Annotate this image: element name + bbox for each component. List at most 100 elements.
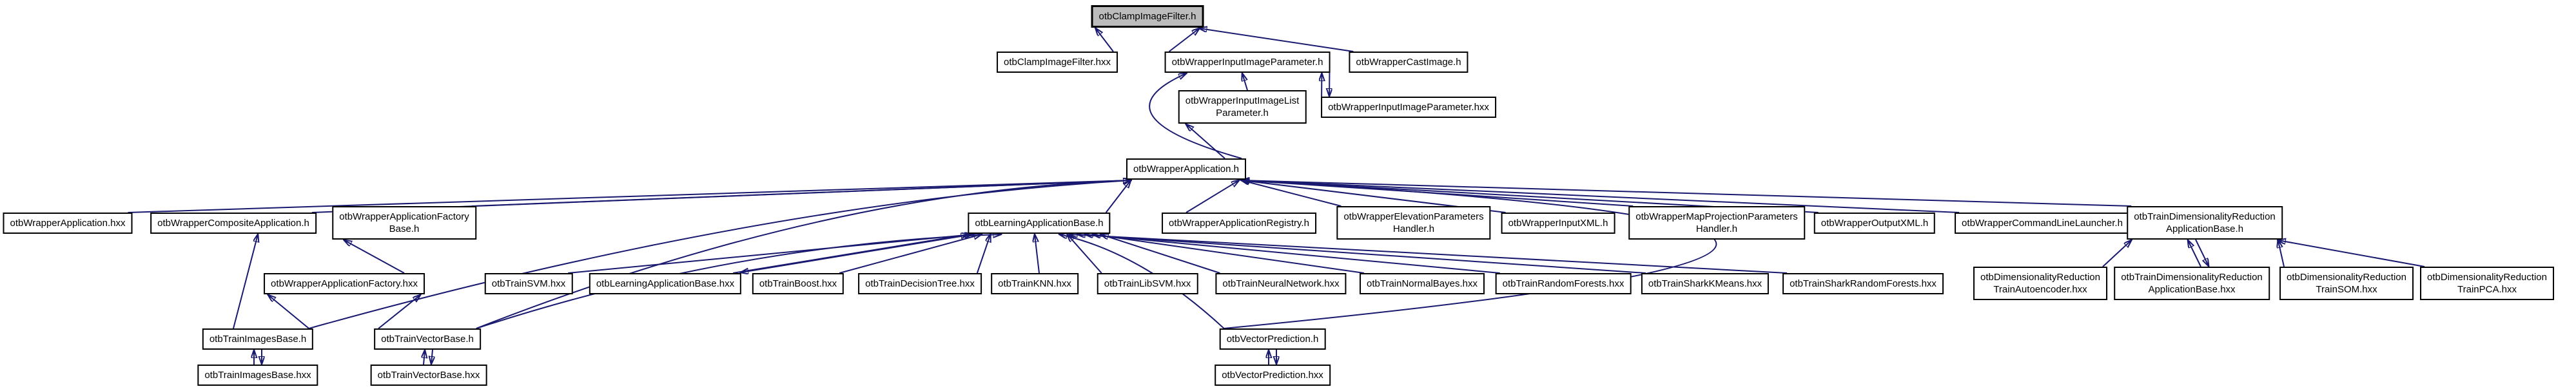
graph-node-learning_h[interactable]: otbLearningApplicationBase.h (968, 213, 1111, 234)
graph-node-inputxml_h[interactable]: otbWrapperInputXML.h (1501, 213, 1615, 234)
graph-node-label: otbWrapperOutputXML.h (1820, 218, 1929, 229)
graph-node-trainvector_h[interactable]: otbTrainVectorBase.h (374, 328, 481, 350)
graph-node-label: otbLearningApplicationBase.hxx (596, 278, 735, 289)
include-edge (1105, 180, 1131, 213)
graph-node-knn_hxx[interactable]: otbTrainKNN.hxx (991, 273, 1078, 294)
include-edge (741, 233, 977, 272)
include-edge (1242, 180, 1342, 207)
graph-node-label: otbTrainNormalBayes.hxx (1366, 278, 1478, 289)
include-edge (431, 349, 433, 364)
include-edge (1224, 180, 1717, 329)
graph-node-cmdline_h[interactable]: otbWrapperCommandLineLauncher.h (1955, 213, 2130, 234)
graph-node-neural_hxx[interactable]: otbTrainNeuralNetwork.hxx (1215, 273, 1347, 294)
include-edge (476, 180, 1131, 329)
graph-node-label: otbTrainDecisionTree.hxx (865, 278, 975, 289)
graph-node-outputxml_h[interactable]: otbWrapperOutputXML.h (1813, 213, 1936, 234)
include-edge (476, 234, 1000, 329)
graph-node-app_h[interactable]: otbWrapperApplication.h (1126, 158, 1246, 180)
include-edge (1086, 234, 1500, 274)
graph-node-label: otbTrainSVM.hxx (491, 278, 566, 289)
graph-node-label: otbTrainRandomForests.hxx (1502, 278, 1625, 289)
graph-node-label: otbWrapperApplicationFactory (339, 211, 469, 222)
graph-node-label: Parameter.h (1216, 108, 1269, 119)
include-edge (268, 295, 309, 329)
graph-node-label: otbWrapperApplication.h (1133, 164, 1239, 175)
graph-node-trainimages_hxx[interactable]: otbTrainImagesBase.hxx (197, 365, 318, 386)
graph-node-label: otbWrapperMapProjectionParameters (1635, 211, 1798, 222)
graph-node-label: otbWrapperCompositeApplication.h (157, 218, 309, 229)
graph-node-label: ApplicationBase.h (2165, 223, 2244, 234)
graph-node-castimg_h[interactable]: otbWrapperCastImage.h (1349, 52, 1469, 73)
graph-node-vectorpred_h[interactable]: otbVectorPrediction.h (1219, 328, 1326, 350)
include-edge (344, 240, 405, 274)
graph-node-rf_hxx[interactable]: otbTrainRandomForests.hxx (1495, 273, 1632, 294)
include-edge (128, 180, 1131, 213)
graph-node-label: TrainSOM.hxx (2316, 284, 2377, 295)
graph-node-label: otbTrainVectorBase.hxx (377, 370, 480, 381)
graph-node-learning_hxx[interactable]: otbLearningApplicationBase.hxx (589, 273, 742, 294)
include-edge (976, 234, 990, 274)
graph-node-boost_hxx[interactable]: otbTrainBoost.hxx (752, 273, 844, 294)
include-edge (1060, 234, 1225, 329)
graph-node-label: otbTrainKNN.hxx (998, 278, 1071, 289)
graph-node-factory_hxx[interactable]: otbWrapperApplicationFactory.hxx (264, 273, 425, 294)
graph-node-app_hxx[interactable]: otbWrapperApplication.hxx (3, 213, 133, 234)
graph-node-inparam_h[interactable]: otbWrapperInputImageParameter.h (1164, 52, 1331, 73)
include-edge (1242, 73, 1248, 91)
graph-node-dectree_hxx[interactable]: otbTrainDecisionTree.hxx (858, 273, 982, 294)
graph-node-label: otbTrainSharkRandomForests.hxx (1790, 278, 1937, 289)
graph-node-label: otbVectorPrediction.hxx (1222, 370, 1323, 381)
graph-node-label: otbVectorPrediction.h (1226, 334, 1319, 345)
include-edge (1186, 124, 1225, 159)
graph-node-label: otbWrapperInputImageParameter.hxx (1328, 102, 1489, 113)
graph-node-clamp_hxx[interactable]: otbClampImageFilter.hxx (997, 52, 1118, 73)
include-edge (424, 350, 425, 365)
graph-node-registry_h[interactable]: otbWrapperApplicationRegistry.h (1162, 213, 1316, 234)
graph-node-bayes_hxx[interactable]: otbTrainNormalBayes.hxx (1359, 273, 1485, 294)
graph-node-label: otbWrapperInputImageList (1185, 95, 1300, 106)
graph-node-inparam_hxx[interactable]: otbWrapperInputImageParameter.hxx (1321, 97, 1496, 118)
include-edge (308, 180, 1131, 329)
include-edge (1078, 234, 1646, 274)
graph-node-sharkrf_hxx[interactable]: otbTrainSharkRandomForests.hxx (1782, 273, 1944, 294)
graph-node-vectorpred_hxx[interactable]: otbVectorPrediction.hxx (1215, 365, 1331, 386)
graph-node-label: otbTrainVectorBase.h (381, 334, 474, 345)
graph-node-trainimages_h[interactable]: otbTrainImagesBase.h (202, 328, 314, 350)
graph-node-sharkkm_hxx[interactable]: otbTrainSharkKMeans.hxx (1641, 273, 1770, 294)
include-edge (378, 295, 420, 329)
graph-node-label: otbTrainDimensionalityReduction (2134, 211, 2276, 222)
include-edge (1096, 28, 1114, 52)
include-edge (1068, 234, 1102, 274)
graph-node-svm_hxx[interactable]: otbTrainSVM.hxx (484, 273, 573, 294)
include-edge (233, 234, 258, 329)
graph-node-label: otbDimensionalityReduction (1980, 272, 2100, 283)
graph-node-clamp_h: otbClampImageFilter.h (1091, 5, 1204, 28)
graph-node-label: otbWrapperApplicationRegistry.h (1169, 218, 1309, 229)
include-edge (2188, 240, 2201, 267)
include-edge (1199, 28, 1354, 52)
include-edge (2278, 240, 2285, 267)
include-edge (1035, 234, 1040, 274)
graph-node-libsvm_hxx[interactable]: otbTrainLibSVM.hxx (1097, 273, 1198, 294)
graph-node-label: otbDimensionalityReduction (2287, 272, 2406, 283)
include-edge (1242, 180, 2132, 207)
graph-node-trainvector_hxx[interactable]: otbTrainVectorBase.hxx (370, 365, 487, 386)
graph-node-label: otbClampImageFilter.h (1098, 11, 1196, 22)
include-edge (2195, 239, 2209, 266)
graph-node-label: otbWrapperElevationParameters (1343, 211, 1484, 222)
graph-node-label: otbClampImageFilter.hxx (1004, 57, 1111, 68)
graph-node-label: otbWrapperCastImage.h (1356, 57, 1461, 68)
graph-node-composite_h[interactable]: otbWrapperCompositeApplication.h (150, 213, 317, 234)
graph-node-label: Handler.h (1695, 223, 1738, 234)
